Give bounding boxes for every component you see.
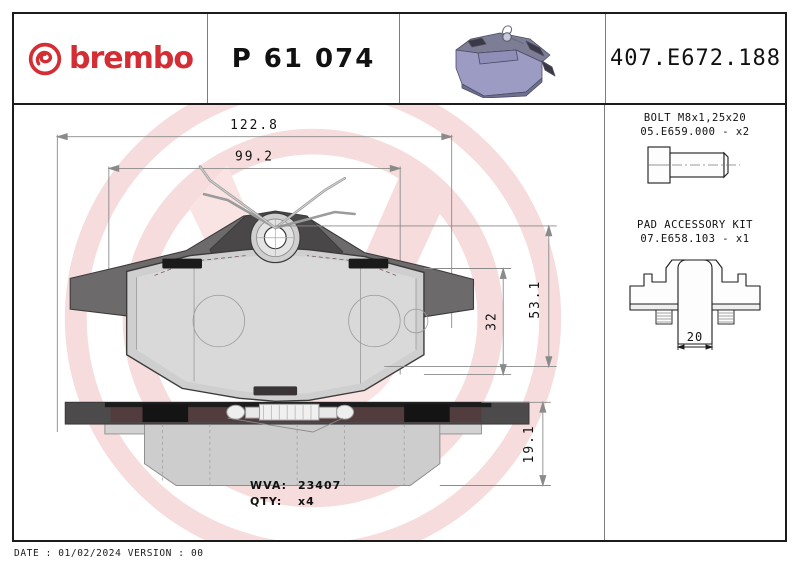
qty-row: QTY: x4 (250, 494, 368, 510)
accessory-kit-dimension-label: 20 (687, 330, 703, 344)
bolt-part-number: 05.E659.000 - x2 (640, 126, 750, 138)
accessory-kit-title: PAD ACCESSORY KIT (637, 219, 753, 231)
qty-value: x4 (298, 495, 315, 508)
bolt-title: BOLT M8x1,25x20 (643, 112, 747, 124)
product-image-cell (400, 14, 606, 103)
brand-wordmark: brembo (69, 40, 194, 76)
accessories-pane: BOLT M8x1,25x20 05.E659.000 - x2 (604, 105, 785, 540)
qty-key: QTY: (250, 495, 283, 508)
brake-pad-side-view (64, 401, 530, 486)
dim-label-overall-height: 53.1 (528, 280, 543, 319)
accessory-kit-block: PAD ACCESSORY KIT 07.E658.103 - x1 (605, 218, 785, 354)
brake-pad-3d-render (455, 24, 555, 98)
brake-pad-drawing: 122.8 99.2 (55, 118, 557, 488)
pad-accessory-clip-drawing: 20 (629, 259, 761, 350)
bolt-block: BOLT M8x1,25x20 05.E659.000 - x2 (605, 111, 785, 191)
reference-code-cell: 407.E672.188 (606, 14, 785, 103)
wva-value: 23407 (298, 479, 342, 492)
dim-label-thickness: 19.1 (522, 424, 537, 463)
brembo-swirl-icon (28, 42, 62, 75)
product-code: P 61 074 (231, 43, 376, 74)
dim-label-overall-width: 122.8 (230, 118, 279, 133)
clip-right (348, 258, 389, 269)
dim-label-friction-height: 32 (484, 311, 499, 330)
clip-left (162, 258, 202, 269)
dim-label-backing-width: 99.2 (235, 149, 274, 164)
accessory-kit-part-number: 07.E658.103 - x1 (640, 233, 750, 245)
sheet-header: brembo P 61 074 (14, 14, 785, 105)
hex-bolt-drawing (647, 146, 740, 184)
pad-identification-labels: WVA: 23407 QTY: x4 (14, 478, 604, 510)
drawing-sheet: brembo P 61 074 (12, 12, 787, 542)
main-drawing-pane: 122.8 99.2 (14, 105, 604, 540)
sheet-footer: DATE : 01/02/2024 VERSION : 00 (14, 548, 204, 559)
wva-key: WVA: (250, 479, 288, 492)
clip-bottom (253, 386, 298, 396)
brembo-logo: brembo (28, 40, 194, 76)
brake-pad-front-view (69, 165, 475, 402)
brand-cell: brembo (14, 14, 208, 103)
sheet-body: 122.8 99.2 (14, 105, 785, 540)
wva-row: WVA: 23407 (250, 478, 368, 494)
reference-code: 407.E672.188 (610, 46, 781, 71)
product-code-cell: P 61 074 (208, 14, 400, 103)
